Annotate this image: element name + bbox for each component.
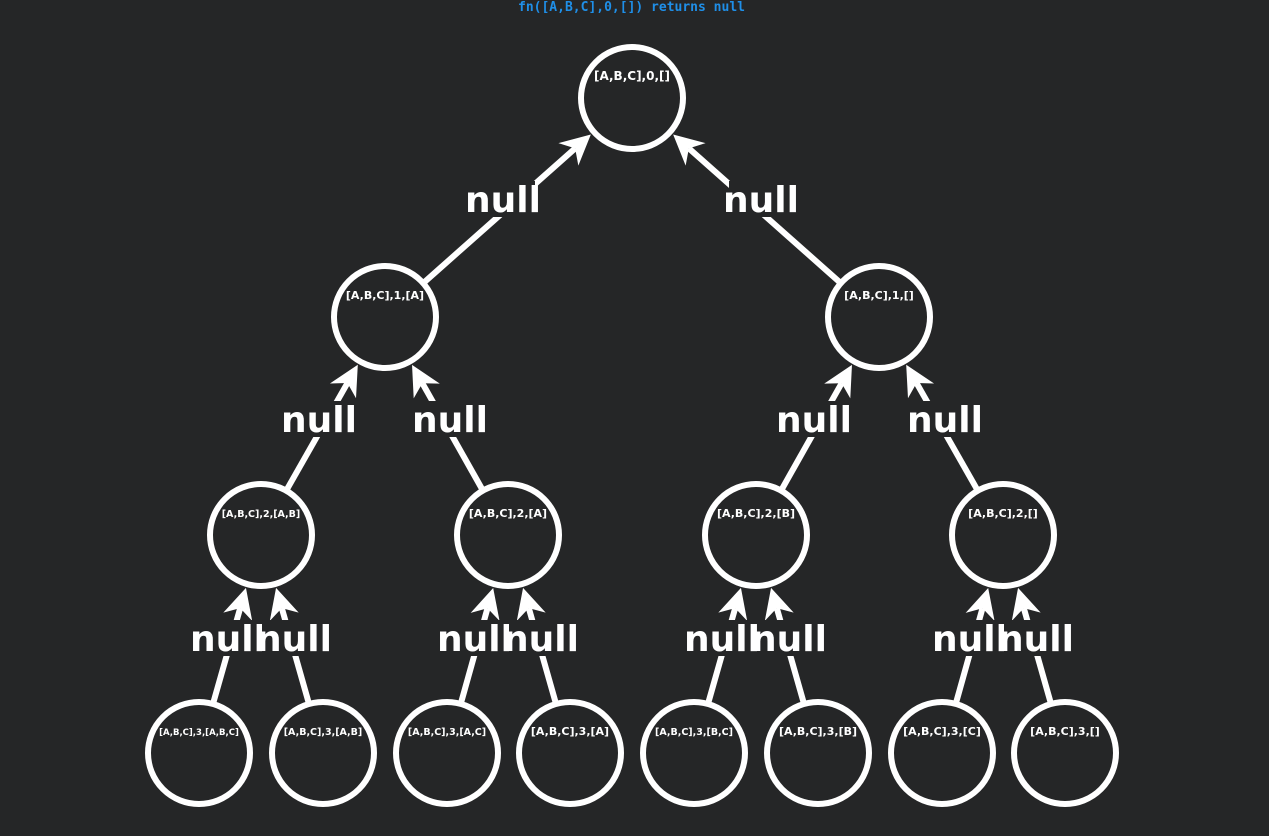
node-circle <box>640 699 748 807</box>
edge-return-label: null <box>281 400 357 441</box>
arrowhead <box>558 134 591 166</box>
node-label: [A,B,C],3,[B] <box>779 725 857 738</box>
edge-label-backdrop <box>471 181 535 217</box>
edge-return-label: null <box>723 180 799 221</box>
tree-node: [A,B,C],2,[B] <box>702 481 810 589</box>
edge-return-label: null <box>684 619 760 660</box>
node-circle <box>888 699 996 807</box>
arrowhead <box>965 587 995 621</box>
tree-node: [A,B,C],2,[A,B] <box>207 481 315 589</box>
node-circle <box>702 481 810 589</box>
edge-label-backdrop <box>729 181 793 217</box>
tree-node: [A,B,C],3,[A,B] <box>269 699 377 807</box>
edge-label-backdrop <box>1004 620 1068 656</box>
edge-label-backdrop <box>757 620 821 656</box>
node-label: [A,B,C],2,[] <box>968 507 1038 520</box>
edge-label-backdrop <box>782 401 846 437</box>
arrowhead <box>412 364 440 399</box>
node-circle <box>825 263 933 371</box>
node-circle <box>269 699 377 807</box>
edge-return-label: null <box>751 619 827 660</box>
arrowhead <box>269 587 299 621</box>
edge-return-label: null <box>437 619 513 660</box>
tree-node: [A,B,C],0,[] <box>578 44 686 152</box>
edge-label-backdrop <box>196 620 260 656</box>
edge-label-backdrop <box>418 401 482 437</box>
node-label: [A,B,C],3,[A,C] <box>408 727 486 738</box>
tree-node: [A,B,C],2,[] <box>949 481 1057 589</box>
edge-label-backdrop <box>287 401 351 437</box>
arrowhead <box>516 587 546 621</box>
arrowhead <box>718 587 748 621</box>
node-circle <box>516 699 624 807</box>
edge-return-label: null <box>907 400 983 441</box>
node-label: [A,B,C],1,[] <box>844 289 914 302</box>
nodes-group: [A,B,C],0,[] [A,B,C],1,[A] [A,B,C],1,[] [A,… <box>145 44 1119 807</box>
edge-label-backdrop <box>262 620 326 656</box>
edge-return-label: null <box>412 400 488 441</box>
edge-return-label: null <box>190 619 266 660</box>
tree-node: [A,B,C],3,[A,C] <box>393 699 501 807</box>
node-circle <box>331 263 439 371</box>
node-label: [A,B,C],3,[A] <box>531 725 609 738</box>
arrowhead <box>764 587 794 621</box>
tree-node: [A,B,C],3,[A] <box>516 699 624 807</box>
node-label: [A,B,C],2,[A,B] <box>222 509 301 520</box>
tree-node: [A,B,C],3,[B] <box>764 699 872 807</box>
node-label: [A,B,C],2,[A] <box>469 507 547 520</box>
tree-node: [A,B,C],3,[] <box>1011 699 1119 807</box>
node-label: [A,B,C],2,[B] <box>717 507 795 520</box>
tree-node: [A,B,C],3,[A,B,C] <box>145 699 253 807</box>
node-circle <box>1011 699 1119 807</box>
arrowhead <box>1011 587 1041 621</box>
node-label: [A,B,C],3,[C] <box>903 725 981 738</box>
edge-label-backdrop <box>938 620 1002 656</box>
edge-label-backdrop <box>690 620 754 656</box>
node-circle <box>764 699 872 807</box>
node-label: [A,B,C],3,[] <box>1030 725 1100 738</box>
tree-node: [A,B,C],3,[C] <box>888 699 996 807</box>
tree-node: [A,B,C],1,[] <box>825 263 933 371</box>
arrowhead <box>906 364 935 399</box>
arrowhead <box>673 134 706 166</box>
arrowhead <box>470 587 500 621</box>
node-circle <box>949 481 1057 589</box>
edge-return-label: null <box>776 400 852 441</box>
tree-node: [A,B,C],1,[A] <box>331 263 439 371</box>
node-label: [A,B,C],1,[A] <box>346 289 424 302</box>
edge-return-label: null <box>932 619 1008 660</box>
diagram-title: fn([A,B,C],0,[]) returns null <box>518 0 745 15</box>
edge-label-backdrop <box>509 620 573 656</box>
tree-node: [A,B,C],2,[A] <box>454 481 562 589</box>
node-label: [A,B,C],3,[B,C] <box>655 727 733 738</box>
edge-return-label: null <box>465 180 541 221</box>
arrowhead <box>329 364 358 399</box>
node-circle <box>578 44 686 152</box>
edge-return-label: null <box>256 619 332 660</box>
node-circle <box>393 699 501 807</box>
node-label: [A,B,C],3,[A,B,C] <box>159 728 239 738</box>
arrowhead <box>223 587 253 621</box>
tree-node: [A,B,C],3,[B,C] <box>640 699 748 807</box>
edge-return-label: null <box>998 619 1074 660</box>
node-circle <box>145 699 253 807</box>
node-label: [A,B,C],3,[A,B] <box>284 727 363 738</box>
edge-return-label: null <box>503 619 579 660</box>
edge-label-backdrop <box>913 401 977 437</box>
node-circle <box>207 481 315 589</box>
node-label: [A,B,C],0,[] <box>594 69 670 83</box>
arrowhead <box>824 364 852 399</box>
edge-label-backdrop <box>443 620 507 656</box>
node-circle <box>454 481 562 589</box>
